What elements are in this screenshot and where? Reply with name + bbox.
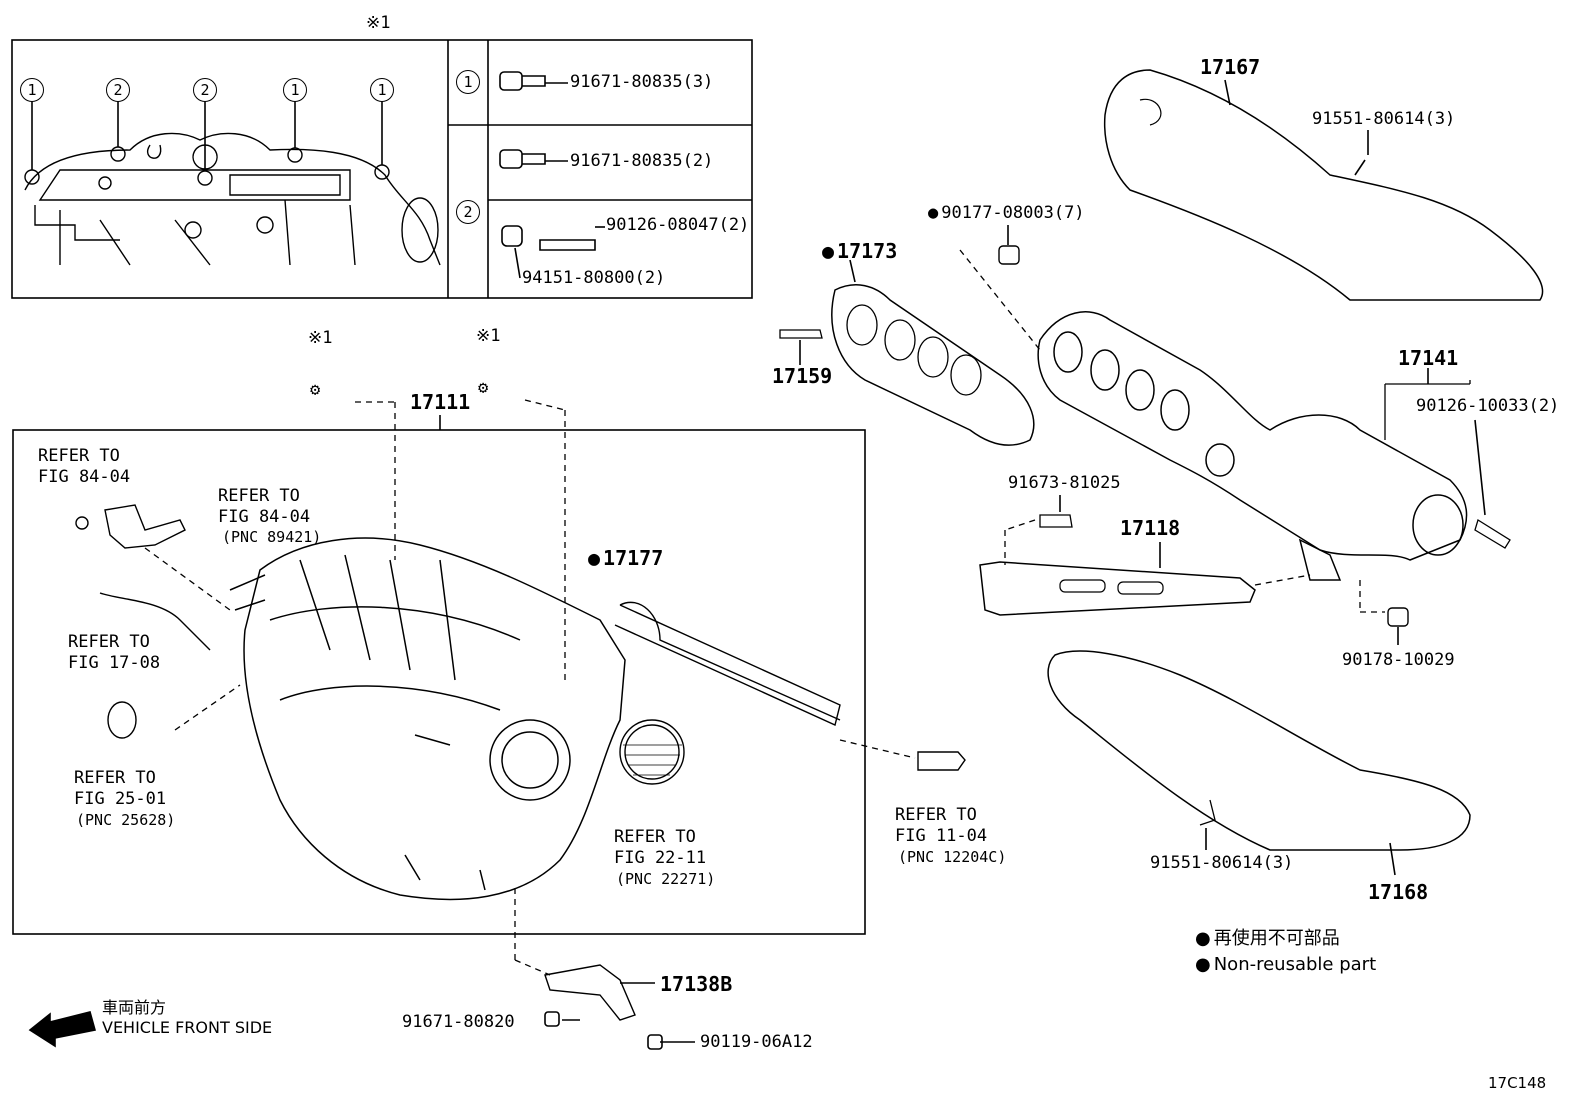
bolt-icon: ⚙ — [310, 380, 321, 400]
ref5-a: REFER TO — [614, 827, 696, 847]
ref1-b: FIG 84-04 — [38, 467, 131, 487]
part-17118: 17118 — [1120, 516, 1181, 540]
exhaust-manifold-sketch — [1037, 311, 1468, 581]
bolt-90119-06a12: 90119-06A12 — [700, 1032, 813, 1052]
ref4-a: REFER TO — [74, 768, 156, 788]
ref2-c: (PNC 89421) — [222, 528, 322, 546]
legend-row2-part-a: 91671-80835(2) — [570, 151, 714, 171]
ref4-c: (PNC 25628) — [76, 811, 176, 829]
part-17159: 17159 — [772, 364, 833, 388]
legend-row1-part: 91671-80835(3) — [570, 72, 714, 92]
bolt-icon-b: ⚙ — [478, 378, 489, 398]
part-17138b: 17138B — [660, 972, 733, 996]
gasket-17173-sketch — [831, 284, 1035, 446]
ref5-c: (PNC 22271) — [616, 870, 716, 888]
note-jp: 再使用不可部品 — [1195, 930, 1340, 948]
bolt-91551-upper: 91551-80614(3) — [1312, 109, 1456, 129]
ref6-b: FIG 11-04 — [895, 826, 988, 846]
bolt-91551-lower: 91551-80614(3) — [1150, 853, 1294, 873]
mark-a: ※1 — [308, 328, 333, 348]
legend-bolt-icons — [499, 71, 605, 279]
callout-2b: 2 — [193, 78, 217, 102]
ref6-a: REFER TO — [895, 805, 977, 825]
callout-1c: 1 — [370, 78, 394, 102]
insulator-lower-sketch — [1047, 650, 1471, 851]
flange-sketch — [24, 132, 441, 266]
bracket-17138b-sketch — [544, 964, 636, 1021]
legend-row2-key: 2 — [456, 200, 480, 224]
ref2-a: REFER TO — [218, 486, 300, 506]
ref2-b: FIG 84-04 — [218, 507, 311, 527]
callout-1b: 1 — [283, 78, 307, 102]
front-jp: 車両前方 — [102, 998, 167, 1017]
legend-row2-part-b: 90126-08047(2) — [606, 215, 750, 235]
callout-1: 1 — [20, 78, 44, 102]
intake-box-frame — [12, 429, 866, 935]
part-17168: 17168 — [1368, 880, 1429, 904]
part-17167: 17167 — [1200, 55, 1261, 79]
intake-manifold-sketch — [229, 537, 626, 901]
legend-box-frame — [11, 39, 753, 299]
figure-code: 17C148 — [1488, 1074, 1547, 1092]
stay-17118-sketch — [979, 561, 1256, 616]
ref3-b: FIG 17-08 — [68, 653, 161, 673]
part-17111: 17111 — [410, 390, 471, 414]
bolt-91673-81025: 91673-81025 — [1008, 473, 1121, 493]
part-17177: 17177 — [588, 548, 663, 568]
stud-90126-10033: 90126-10033(2) — [1416, 396, 1560, 416]
legend-mark: ※1 — [366, 13, 391, 33]
intake-small-parts — [75, 504, 966, 785]
ref1-a: REFER TO — [38, 446, 120, 466]
ref6-c: (PNC 12204C) — [898, 848, 1007, 866]
note-en: Non-reusable part — [1195, 956, 1376, 974]
part-17141: 17141 — [1398, 346, 1459, 370]
legend-row2-part-c: 94151-80800(2) — [522, 268, 666, 288]
ref5-b: FIG 22-11 — [614, 848, 707, 868]
nut-90177: 90177-08003(7) — [928, 205, 1084, 222]
ref4-b: FIG 25-01 — [74, 789, 167, 809]
ref3-a: REFER TO — [68, 632, 150, 652]
bolt-91671-80820: 91671-80820 — [402, 1012, 515, 1032]
mark-b: ※1 — [476, 326, 501, 346]
insulator-upper-sketch — [1103, 69, 1544, 301]
legend-row1-key: 1 — [456, 70, 480, 94]
front-arrow-icon — [28, 1011, 97, 1048]
nut-90178-10029: 90178-10029 — [1342, 650, 1455, 670]
front-en: VEHICLE FRONT SIDE — [102, 1018, 273, 1037]
part-17173: 17173 — [822, 241, 897, 261]
callout-2: 2 — [106, 78, 130, 102]
